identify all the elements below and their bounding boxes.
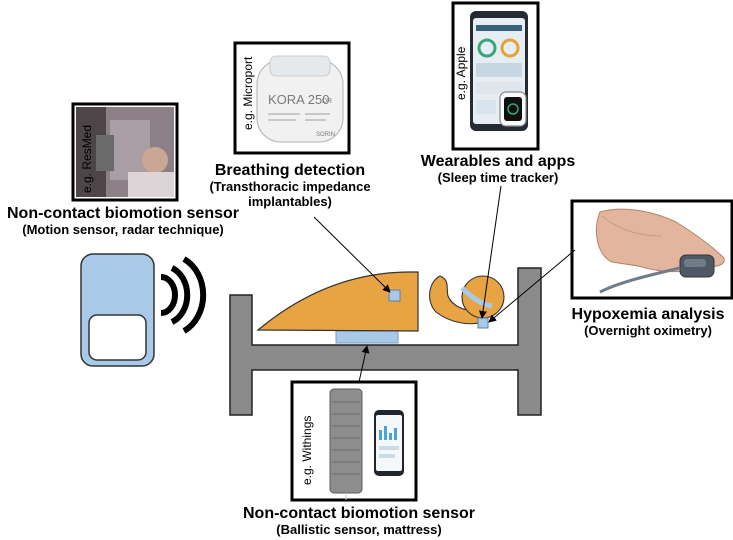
photo-withings: e.g. Withings xyxy=(290,380,418,502)
subtitle-withings: (Ballistic sensor, mattress) xyxy=(276,522,442,538)
title-withings: Non-contact biomotion sensor xyxy=(243,505,475,522)
arrow-oximeter xyxy=(488,249,576,323)
label-resmed: Non-contact biomotion sensor (Motion sen… xyxy=(0,205,246,238)
bed xyxy=(229,267,542,416)
patient-body xyxy=(256,271,419,332)
example-withings: e.g. Withings xyxy=(300,416,314,485)
label-apple: Wearables and apps (Sleep time tracker) xyxy=(410,153,586,186)
pacemaker-brand-text: SORIN xyxy=(316,132,335,138)
connectors xyxy=(313,185,576,383)
implant-sensor xyxy=(388,289,401,302)
title-apple: Wearables and apps xyxy=(420,153,576,170)
mattress-sensor xyxy=(335,330,399,344)
patient xyxy=(256,271,505,332)
pacemaker-model-text: KORA 250 xyxy=(268,92,329,107)
title-resmed: Non-contact biomotion sensor xyxy=(7,205,239,222)
arrow-wearable xyxy=(479,185,502,319)
label-withings: Non-contact biomotion sensor (Ballistic … xyxy=(214,505,504,538)
subtitle-microport-line1: (Transthoracic impedance xyxy=(209,179,371,195)
finger-sensor xyxy=(477,317,489,329)
radar-device-screen xyxy=(88,314,147,361)
title-microport: Breathing detection xyxy=(214,162,366,179)
arrow-implant xyxy=(313,216,391,293)
patient-arm xyxy=(460,286,493,309)
pacemaker-model-suffix: DR xyxy=(322,98,332,105)
label-microport: Breathing detection (Transthoracic imped… xyxy=(203,162,377,210)
example-apple: e.g. Apple xyxy=(454,46,468,100)
arrow-mattress xyxy=(358,345,370,383)
bed-frame xyxy=(229,267,542,416)
label-oximetry: Hypoxemia analysis (Overnight oximetry) xyxy=(566,306,730,339)
photo-microport: KORA 250 DR SORIN e.g. Microport xyxy=(233,41,351,155)
radar-waves-icon xyxy=(160,256,207,334)
photo-apple: e.g. Apple xyxy=(451,1,540,151)
photo-oximetry xyxy=(570,199,733,300)
title-oximetry: Hypoxemia analysis xyxy=(571,306,725,323)
example-resmed: e.g. ResMed xyxy=(80,125,94,193)
subtitle-apple: (Sleep time tracker) xyxy=(437,170,559,186)
example-microport: e.g. Microport xyxy=(241,56,255,130)
sleep-mat-image xyxy=(329,388,363,494)
subtitle-oximetry: (Overnight oximetry) xyxy=(584,323,712,339)
subtitle-resmed: (Motion sensor, radar technique) xyxy=(22,222,224,238)
subtitle-microport-line2: implantables) xyxy=(248,194,332,210)
photo-resmed: e.g. ResMed xyxy=(71,102,179,202)
radar-device xyxy=(80,253,207,367)
